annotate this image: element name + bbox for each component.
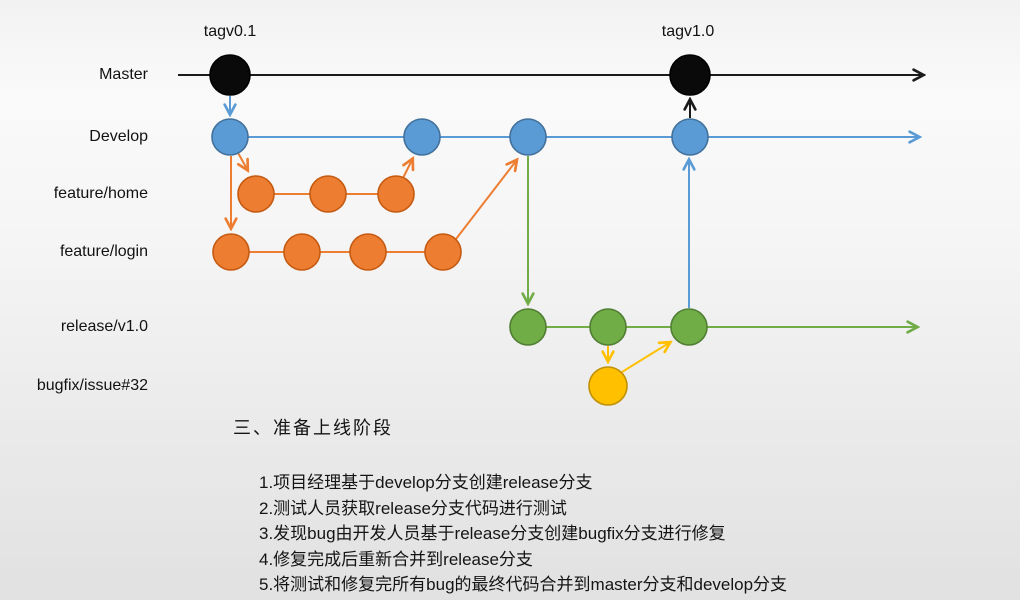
feature-login-to-develop-arrow [455,161,516,240]
tag-label-tagv1-0: tagv1.0 [661,23,715,40]
commit-node-feature-login-2 [283,233,321,271]
commit-node-feature-login-1 [212,233,250,271]
commit-node-release-v1-0-2 [589,308,627,346]
commit-node-release-v1-0-1 [509,308,547,346]
branch-label-master: Master [99,66,148,83]
commit-node-feature-login-3 [349,233,387,271]
commit-node-develop-2 [403,118,441,156]
tag-label-tagv0-1: tagv0.1 [203,23,257,40]
notes-list: 1.项目经理基于develop分支创建release分支 2.测试人员获取rel… [259,470,787,598]
notes-block: 三、准备上线阶段 1.项目经理基于develop分支创建release分支 2.… [233,414,787,598]
commit-node-feature-login-4 [424,233,462,271]
branch-label-feature-home: feature/home [53,185,148,202]
notes-item-3: 3.发现bug由开发人员基于release分支创建bugfix分支进行修复 [259,524,726,543]
commit-node-release-v1-0-3 [670,308,708,346]
commit-node-master-1 [209,54,251,96]
branch-label-feature-login: feature/login [59,243,148,260]
commit-node-develop-1 [211,118,249,156]
notes-heading: 三、准备上线阶段 [233,418,393,438]
feature-home-to-develop-arrow [401,160,412,181]
notes-item-2: 2.测试人员获取release分支代码进行测试 [259,498,567,518]
bugfix-to-release-arrow [621,343,669,373]
develop-to-feature-home-arrow [236,150,247,169]
commit-node-develop-3 [509,118,547,156]
commit-node-develop-4 [671,118,709,156]
branch-label-release-v1-0: release/v1.0 [60,318,148,335]
branch-label-develop: Develop [89,128,148,145]
commit-node-feature-home-2 [309,175,347,213]
commit-node-bugfix-issue-32-1 [588,366,628,406]
commit-node-feature-home-1 [237,175,275,213]
notes-item-1: 1.项目经理基于develop分支创建release分支 [259,473,593,492]
notes-item-4: 4.修复完成后重新合并到release分支 [259,549,533,569]
notes-item-5: 5.将测试和修复完所有bug的最终代码合并到master分支和develop分支 [259,575,788,594]
commit-node-feature-home-3 [377,175,415,213]
commit-node-master-2 [669,54,711,96]
branch-label-bugfix-issue-32: bugfix/issue#32 [36,377,148,394]
